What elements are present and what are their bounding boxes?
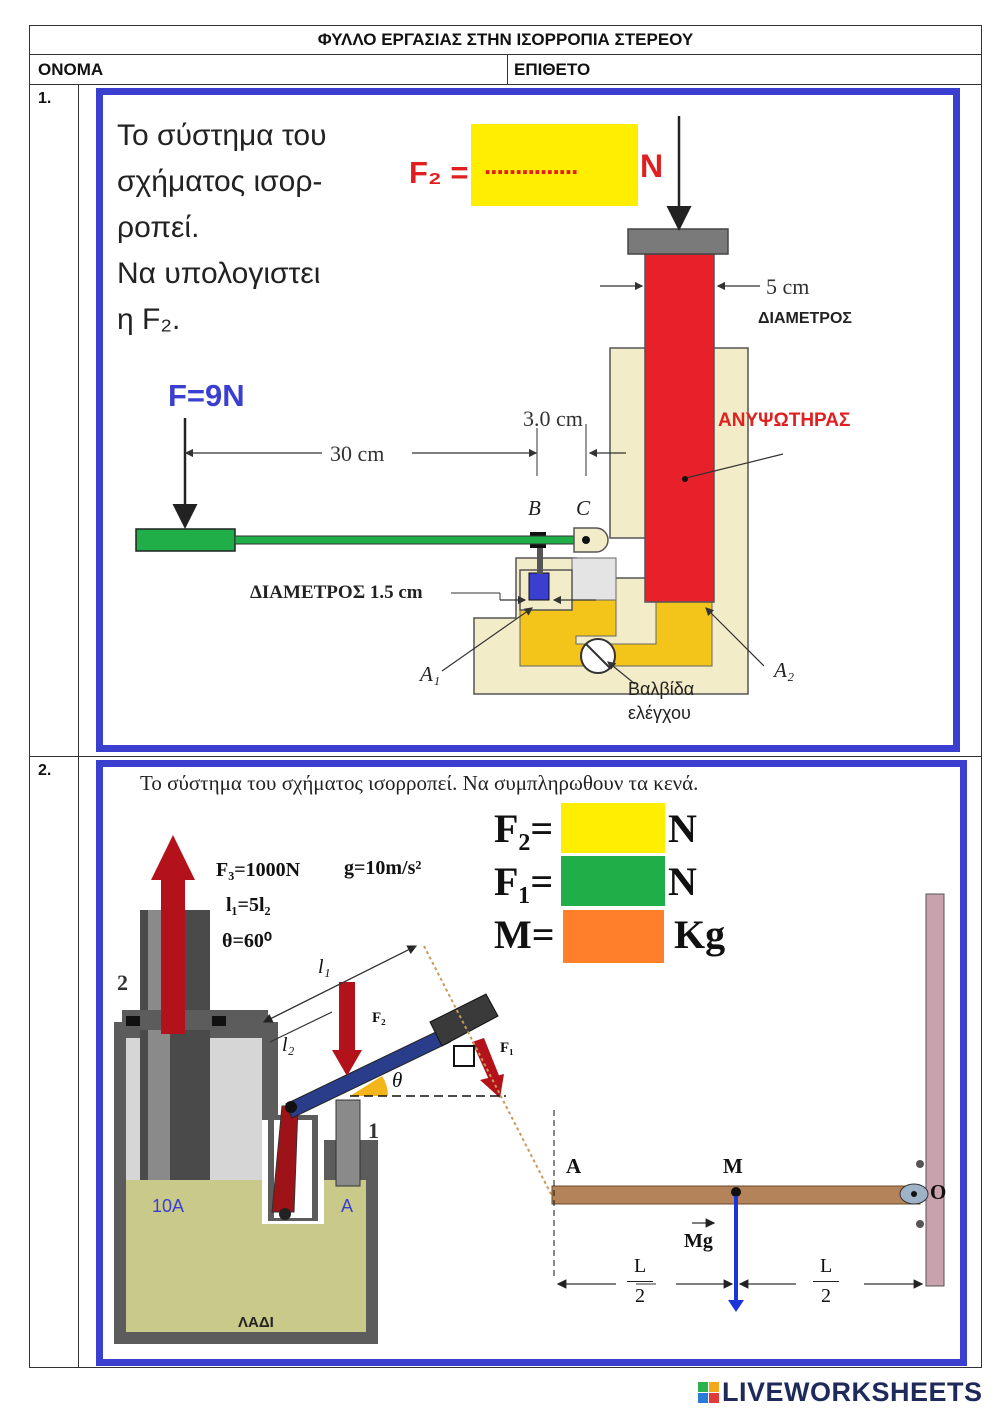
exercise-1-number: 1.: [38, 90, 52, 107]
half-length-right-num: L: [820, 1255, 833, 1277]
diameter-big-label: ΔΙΑΜΕΤΡΟΣ: [758, 310, 852, 327]
theta-label: θ: [392, 1068, 403, 1092]
text-line-2: σχήματος ισορ-: [117, 165, 323, 198]
exercise-2-number: 2.: [38, 762, 52, 779]
liveworksheets-logo-icon: [698, 1382, 720, 1404]
valve-label-2: ελέγχου: [628, 703, 691, 723]
hydraulic-jack-diagram: [135, 116, 784, 695]
valve-label-1: Βαλβίδα: [628, 679, 695, 699]
l1-dim-label: l₁: [318, 956, 331, 978]
text-line-4: Να υπολογιστει: [117, 257, 321, 290]
f1-label: F₁=: [494, 859, 554, 904]
text-line-3: ροπεί.: [117, 211, 200, 244]
m-label: M=: [494, 912, 555, 957]
area-a-label: A: [341, 1196, 354, 1216]
f2-arrow-label: F₂: [372, 1010, 386, 1026]
exercise-1-text: Το σύστημα του σχήματος ισορ- ροπεί. Να …: [117, 113, 327, 343]
half-length-left-bar: [627, 1281, 653, 1282]
g-value: g=10m/s²: [344, 857, 422, 879]
m-input-box[interactable]: [563, 910, 664, 963]
f2-answer-unit: N: [640, 148, 664, 184]
f2-input-box[interactable]: [561, 803, 665, 853]
piston-1-label: 1: [368, 1118, 379, 1143]
point-c-label: C: [576, 496, 591, 520]
area-10a-label: 10A: [152, 1196, 185, 1216]
f2-answer-box[interactable]: [471, 124, 638, 206]
point-m-label: M: [723, 1154, 743, 1178]
half-length-right-bar: [813, 1281, 839, 1282]
diameter-small-label: ΔΙΑΜΕΤΡΟΣ 1.5 cm: [250, 582, 423, 603]
area-a2-label: A₂: [774, 658, 795, 682]
theta-value: θ=60⁰: [222, 930, 272, 952]
dimension-5cm: 5 cm: [766, 274, 810, 299]
liveworksheets-logo[interactable]: LIVEWORKSHEETS: [722, 1377, 983, 1407]
half-length-right-den: 2: [821, 1285, 831, 1307]
lever-system-diagram: [114, 835, 945, 1344]
length-relation: l₁=5l₂: [226, 894, 271, 916]
name-col-divider: [507, 54, 508, 84]
f2-label: F₂=: [494, 806, 554, 851]
f2-unit: N: [668, 806, 697, 851]
text-line-1: Το σύστημα του: [117, 119, 327, 152]
area-a1-label: A₁: [420, 662, 441, 686]
piston-2-label: 2: [117, 970, 128, 995]
f3-value: F₃=1000N: [216, 859, 301, 881]
name-row-divider: [29, 84, 982, 85]
surname-field[interactable]: [640, 56, 975, 82]
half-length-left-den: 2: [635, 1285, 645, 1307]
exercise-row-divider: [29, 756, 982, 757]
surname-label: ΕΠΙΘΕΤΟ: [514, 60, 591, 79]
header-row-divider: [29, 54, 982, 55]
f1-unit: N: [668, 859, 697, 904]
half-length-left-num: L: [634, 1255, 647, 1277]
f2-answer-prefix: F₂ =: [409, 155, 469, 190]
point-o-label: O: [930, 1180, 947, 1204]
worksheet-title: ΦΥΛΛΟ ΕΡΓΑΣΙΑΣ ΣΤΗΝ ΙΣΟΡΡΟΠΙΑ ΣΤΕΡΕΟΥ: [317, 30, 694, 49]
point-b-label: B: [528, 496, 541, 520]
name-field[interactable]: [150, 56, 500, 82]
l2-dim-label: l₂: [282, 1034, 295, 1056]
force-label: F=9N: [168, 378, 245, 413]
dimension-3cm: 3.0 cm: [523, 406, 583, 431]
dimension-30cm: 30 cm: [330, 441, 385, 466]
lifter-label: ΑΝΥΨΩΤΗΡΑΣ: [718, 410, 851, 431]
oil-label: ΛΑΔΙ: [238, 1314, 274, 1331]
text-line-5: η F₂.: [117, 303, 181, 336]
f2-answer-dots: ...............: [484, 150, 578, 180]
f1-arrow-label: F₁: [500, 1040, 514, 1056]
point-a-label: A: [566, 1154, 582, 1178]
number-col-divider: [78, 84, 79, 1368]
weight-label: Mg: [684, 1230, 713, 1252]
m-unit: Kg: [674, 912, 726, 957]
exercise-2-statement: Το σύστημα του σχήματος ισορροπεί. Να συ…: [140, 771, 699, 795]
name-label: ΟΝΟΜΑ: [38, 60, 104, 79]
header-table: [29, 25, 982, 1368]
f1-input-box[interactable]: [561, 856, 665, 906]
